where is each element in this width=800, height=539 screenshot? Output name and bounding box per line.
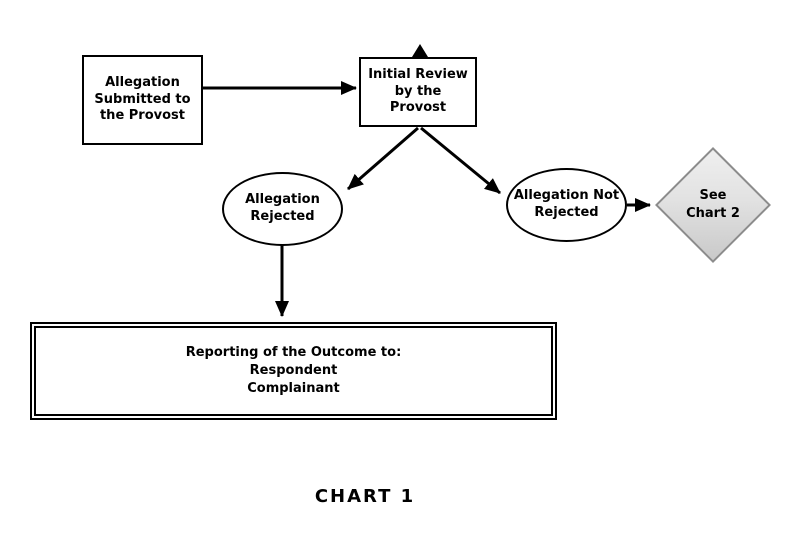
node-allegation-rejected: Allegation Rejected (222, 172, 343, 246)
node-see-chart-2: See Chart 2 (655, 147, 771, 263)
arrow-initial-review-to-rejected (347, 126, 419, 191)
node-allegation-submitted: Allegation Submitted to the Provost (82, 55, 203, 145)
arrowhead-into-initial-review-top (412, 44, 428, 57)
node-reporting-outcome: Reporting of the Outcome to: Respondent … (30, 322, 557, 420)
node-initial-review: Initial Review by the Provost (359, 57, 477, 127)
arrow-initial-review-to-not-rejected (420, 126, 501, 195)
node-see-chart-2-label: See Chart 2 (686, 188, 740, 221)
node-allegation-not-rejected: Allegation Not Rejected (506, 168, 627, 242)
node-reporting-outcome-label: Reporting of the Outcome to: Respondent … (34, 326, 553, 416)
chart-caption: CHART 1 (314, 486, 416, 507)
